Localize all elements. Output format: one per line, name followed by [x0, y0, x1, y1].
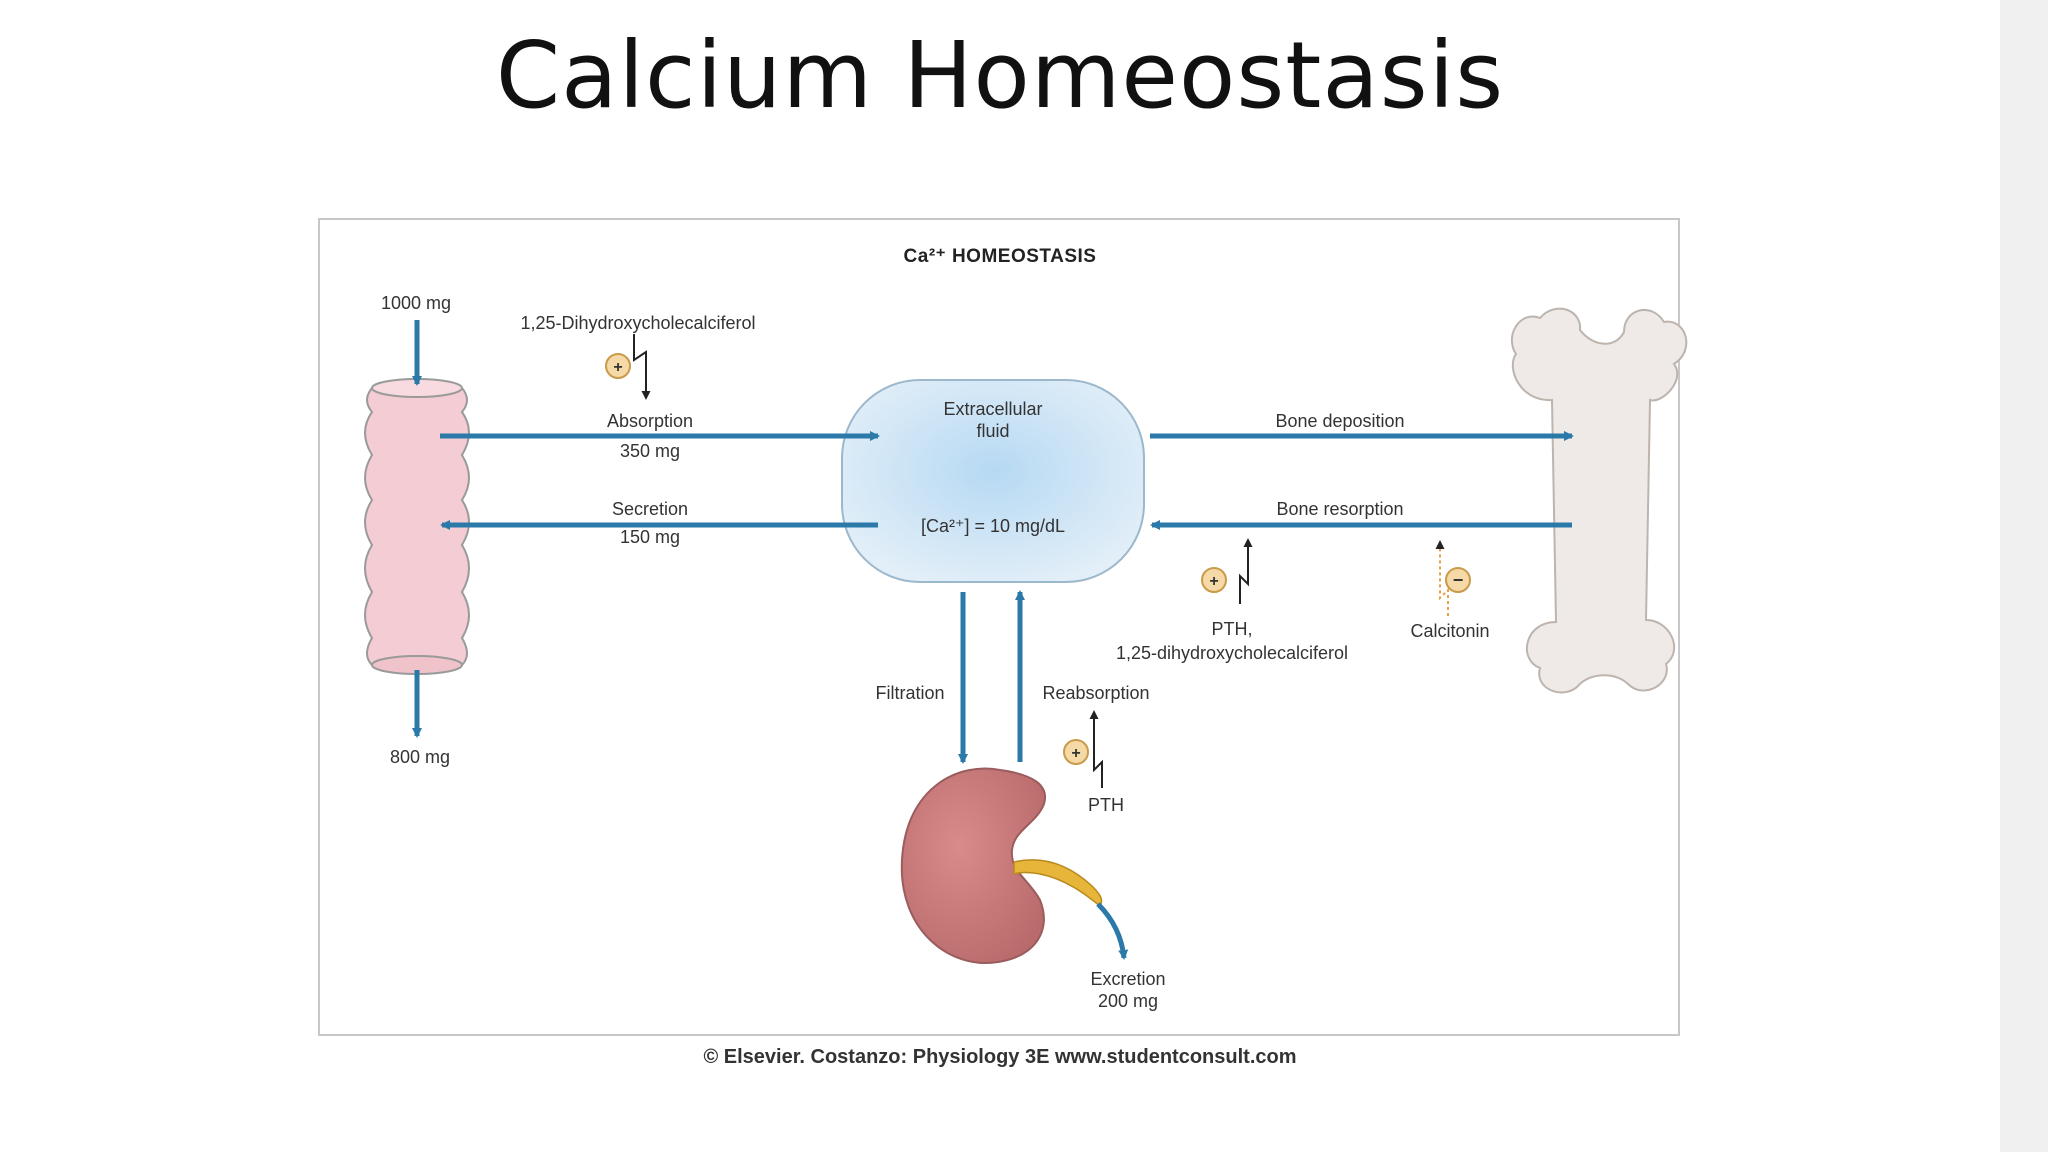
- resorption-regulation-arrow: [1239, 538, 1253, 604]
- resorption-stimulate-icon: +: [1201, 567, 1227, 593]
- ecf-label-line2: fluid: [976, 421, 1010, 441]
- svg-text:+: +: [613, 359, 622, 376]
- secretion-amount: 150 mg: [619, 527, 681, 547]
- secretion-label: Secretion: [611, 499, 689, 519]
- bone-shape: [1510, 307, 1688, 694]
- slide-side-strip: [2000, 0, 2048, 1152]
- ecf-box: [841, 379, 1145, 583]
- excretion-label: Excretion: [1090, 969, 1166, 989]
- calcitonin-inhibit-icon: −: [1445, 567, 1471, 593]
- absorption-stimulate-icon: +: [605, 353, 631, 379]
- resorption-regulator-line1: PTH,: [1211, 619, 1253, 639]
- figure-title: Ca²⁺ HOMEOSTASIS: [903, 246, 1097, 267]
- calcitonin-label: Calcitonin: [1410, 621, 1490, 641]
- bone-deposition-label: Bone deposition: [1275, 411, 1405, 431]
- figure-credit: © Elsevier. Costanzo: Physiology 3E www.…: [703, 1046, 1297, 1068]
- ecf-concentration: [Ca²⁺] = 10 mg/dL: [920, 516, 1066, 536]
- absorption-label: Absorption: [606, 411, 694, 431]
- excretion-arrow: [1096, 902, 1129, 960]
- kidney-shape: [900, 767, 1047, 964]
- reabsorption-stimulate-icon: +: [1063, 739, 1089, 765]
- absorption-regulator-label: 1,25-Dihydroxycholecalciferol: [520, 313, 756, 333]
- absorption-regulation-arrow: [633, 334, 651, 400]
- reabsorption-regulator-label: PTH: [1088, 795, 1124, 815]
- svg-text:+: +: [1209, 573, 1218, 590]
- filtration-label: Filtration: [875, 683, 945, 703]
- fecal-output-label: 800 mg: [389, 747, 451, 767]
- resorption-regulator-line2: 1,25-dihydroxycholecalciferol: [1115, 643, 1349, 663]
- calcitonin-regulation-arrow: [1435, 540, 1449, 616]
- reabsorption-regulation-arrow: [1089, 710, 1103, 788]
- intake-label: 1000 mg: [380, 293, 452, 313]
- bone-resorption-label: Bone resorption: [1276, 499, 1404, 519]
- absorption-amount: 350 mg: [619, 441, 681, 461]
- svg-text:+: +: [1071, 745, 1080, 762]
- reabsorption-label: Reabsorption: [1042, 683, 1150, 703]
- slide-title: Calcium Homeostasis: [495, 22, 1505, 129]
- excretion-amount: 200 mg: [1097, 991, 1159, 1011]
- svg-text:−: −: [1453, 570, 1464, 590]
- ecf-label-line1: Extracellular: [943, 399, 1043, 419]
